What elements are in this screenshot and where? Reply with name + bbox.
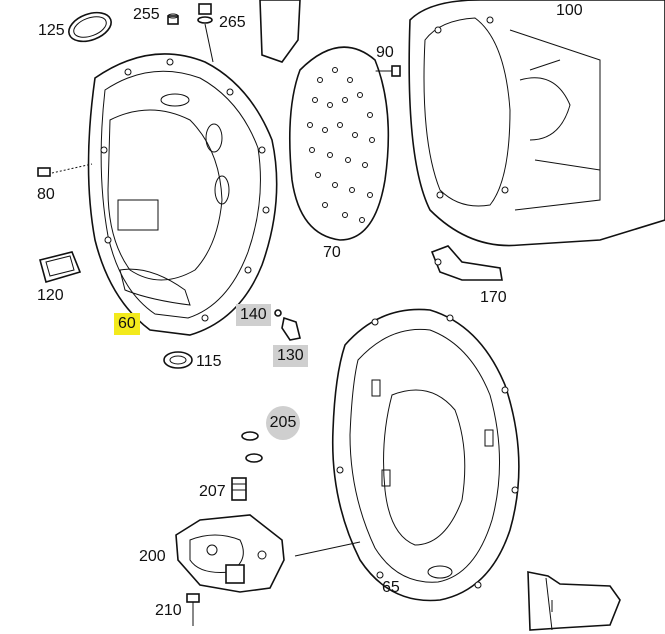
callout-207[interactable]: 207 — [199, 483, 226, 500]
part-200-pump — [175, 514, 285, 593]
callout-130[interactable]: 130 — [273, 345, 308, 367]
part-90-bolt — [375, 65, 401, 77]
callout-265[interactable]: 265 — [219, 14, 246, 31]
part-65-housing — [331, 308, 520, 602]
part-115-seal — [163, 351, 193, 369]
thumbnail-transmission — [527, 571, 621, 631]
callout-210[interactable]: 210 — [155, 602, 182, 619]
part-80-bolt — [37, 163, 93, 177]
callout-170[interactable]: 170 — [480, 289, 507, 306]
callout-125[interactable]: 125 — [38, 22, 65, 39]
callout-140[interactable]: 140 — [236, 304, 271, 326]
part-130-sensor — [281, 316, 301, 341]
callout-100[interactable]: 100 — [556, 2, 583, 19]
callout-200[interactable]: 200 — [139, 548, 166, 565]
part-205-washers — [241, 431, 263, 463]
leader-200-65 — [294, 541, 361, 557]
callout-90[interactable]: 90 — [376, 44, 394, 61]
callout-80[interactable]: 80 — [37, 186, 55, 203]
part-207-fitting — [231, 477, 247, 501]
callout-255[interactable]: 255 — [133, 6, 160, 23]
callout-205[interactable]: 205 — [266, 406, 300, 440]
callout-60[interactable]: 60 — [114, 313, 140, 335]
part-210-bolt — [186, 593, 200, 626]
part-140-oring — [274, 309, 282, 317]
callout-115[interactable]: 115 — [196, 353, 222, 370]
part-265-plug — [197, 3, 213, 24]
callout-70[interactable]: 70 — [323, 244, 341, 261]
part-125-cover — [68, 11, 112, 43]
callout-65[interactable]: 65 — [382, 579, 400, 596]
part-170-bracket — [430, 245, 503, 281]
callout-120[interactable]: 120 — [37, 287, 64, 304]
leader-265 — [204, 23, 214, 63]
part-60-housing — [87, 53, 278, 336]
part-70-plate — [259, 0, 390, 241]
part-120-gasket — [39, 251, 82, 283]
part-transmission-case — [408, 0, 665, 247]
part-255-washer — [167, 13, 179, 25]
